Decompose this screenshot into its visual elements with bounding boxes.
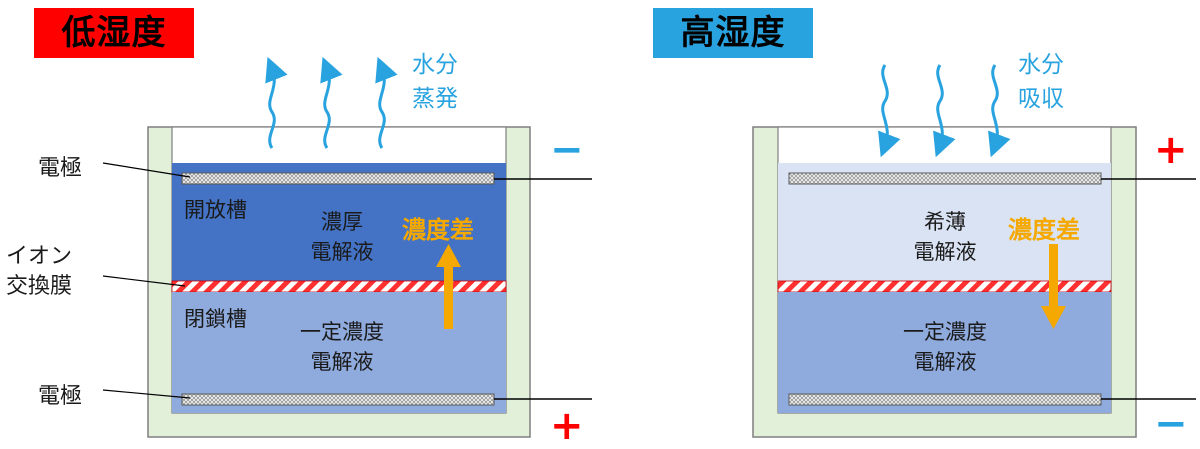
low-diff-arrow-head — [436, 244, 461, 267]
high-diff-label: 濃度差 — [1008, 216, 1080, 244]
low-membrane — [171, 280, 507, 293]
low-diff-arrow-shaft — [444, 265, 453, 329]
low-upper-label-1: 濃厚 — [321, 210, 363, 234]
high-upper-label-2: 電解液 — [913, 240, 977, 264]
low-evap-arrow-3 — [375, 56, 398, 149]
high-title-tag — [653, 8, 813, 58]
low-membrane-label-1: イオン — [6, 244, 73, 269]
high-absorb-arrow-3 — [988, 64, 1011, 158]
low-electrode-bottom-leader — [102, 389, 191, 399]
high-lower-label-1: 一定濃度 — [903, 320, 987, 344]
low-lower-label-1: 一定濃度 — [300, 320, 384, 344]
high-cell — [752, 64, 1196, 438]
low-membrane-label-2: 交換膜 — [6, 274, 73, 299]
high-diff-arrow-shaft — [1049, 244, 1058, 308]
high-diff-arrow-head — [1041, 306, 1066, 329]
low-water-label-1: 水分 — [412, 52, 458, 78]
high-absorb-arrow-2 — [933, 64, 956, 158]
low-water-label-2: 蒸発 — [412, 86, 458, 112]
low-minus-sign: − — [550, 127, 584, 173]
high-bottom-electrode — [788, 393, 1102, 406]
low-closed-tank-label: 閉鎖槽 — [184, 307, 247, 331]
high-plus-sign: + — [1154, 127, 1188, 173]
low-cell — [102, 56, 592, 438]
high-water-label-1: 水分 — [1018, 52, 1064, 78]
low-top-electrode — [181, 172, 495, 185]
low-open-tank-label: 開放槽 — [184, 198, 247, 222]
low-bottom-electrode — [181, 393, 495, 406]
low-evap-arrow-1 — [265, 56, 288, 149]
low-electrode-bottom-label: 電極 — [38, 384, 83, 409]
high-membrane — [777, 280, 1112, 293]
high-lower-label-2: 電解液 — [913, 350, 977, 374]
low-evap-arrow-2 — [320, 56, 343, 149]
low-title-tag — [34, 8, 194, 58]
high-top-electrode — [788, 172, 1102, 185]
low-electrode-top-leader — [102, 162, 191, 178]
high-minus-sign: − — [1154, 401, 1188, 447]
high-absorb-arrow-1 — [878, 64, 901, 158]
high-upper-label-1: 希薄 — [924, 210, 966, 234]
low-upper-label-2: 電解液 — [310, 240, 374, 264]
low-plus-sign: + — [550, 403, 584, 449]
low-diff-label: 濃度差 — [402, 216, 474, 244]
low-electrode-top-label: 電極 — [38, 156, 83, 181]
high-water-label-2: 吸収 — [1018, 86, 1064, 112]
low-title: 低湿度 — [61, 13, 167, 53]
low-membrane-leader — [102, 275, 186, 287]
high-title: 高湿度 — [680, 13, 786, 53]
low-lower-label-2: 電解液 — [310, 350, 374, 374]
